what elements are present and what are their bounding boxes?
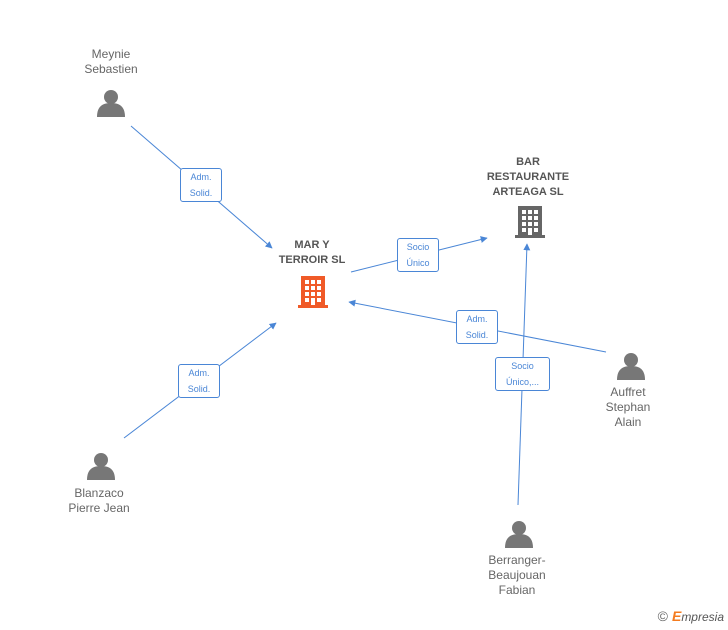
person-icon[interactable] [505,521,533,548]
edge-badge-line: Adm. [190,172,212,182]
person-label-auffret[interactable]: Auffret Stephan Alain [558,385,698,430]
edge-badge-mar-bar[interactable]: Socio Único [397,238,439,272]
edge-badge-line: Adm. [466,314,488,324]
edge-badge-line: Solid. [187,384,211,394]
company-name-line: ARTEAGA SL [492,186,564,198]
person-icon[interactable] [87,453,115,480]
edge-badge-auffret-mar[interactable]: Adm. Solid. [456,310,498,344]
edge-badge-berranger-bar[interactable]: Socio Único,... [495,357,550,391]
company-label-bar-restaurante-arteaga[interactable]: BAR RESTAURANTE ARTEAGA SL [458,155,598,200]
person-name-line: Auffret [610,385,646,399]
person-label-blanzaco[interactable]: Blanzaco Pierre Jean [29,486,169,516]
person-icon[interactable] [617,353,645,380]
company-name-line: TERROIR SL [278,254,346,266]
person-label-berranger[interactable]: Berranger- Beaujouan Fabian [447,553,587,598]
company-name-line: RESTAURANTE [486,171,570,183]
building-icon[interactable] [298,276,328,308]
person-name-line: Beaujouan [488,568,546,582]
edge-badge-line: Único [406,258,430,268]
edge-badge-line: Socio [511,361,534,371]
edge-badge-meynie-mar[interactable]: Adm. Solid. [180,168,222,202]
person-name-line: Alain [614,415,642,429]
person-name-line: Berranger- [488,553,546,567]
edge-badge-line: Solid. [189,188,213,198]
edge-badge-blanzaco-mar[interactable]: Adm. Solid. [178,364,220,398]
edge-badge-line: Adm. [188,368,210,378]
person-name-line: Meynie [91,47,131,61]
brand-logo-initial: E [671,608,682,624]
company-name-line: BAR [516,156,540,168]
edge-badge-line: Solid. [465,330,489,340]
copyright-symbol: © [657,608,668,624]
building-icon[interactable] [515,206,545,238]
edge-badge-line: Socio [406,242,430,252]
person-name-line: Stephan [605,400,651,414]
person-icon[interactable] [97,90,125,117]
person-name-line: Pierre Jean [68,501,130,515]
edge-badge-line: Único,... [505,377,539,387]
company-label-mar-y-terroir[interactable]: MAR Y TERROIR SL [242,238,382,268]
person-name-line: Sebastien [84,62,138,76]
person-name-line: Blanzaco [74,486,124,500]
person-label-meynie[interactable]: Meynie Sebastien [41,47,181,77]
brand-watermark: ©Empresia [658,608,724,624]
company-name-line: MAR Y [294,239,330,251]
brand-name: mpresia [681,610,724,624]
person-name-line: Fabian [498,583,536,597]
